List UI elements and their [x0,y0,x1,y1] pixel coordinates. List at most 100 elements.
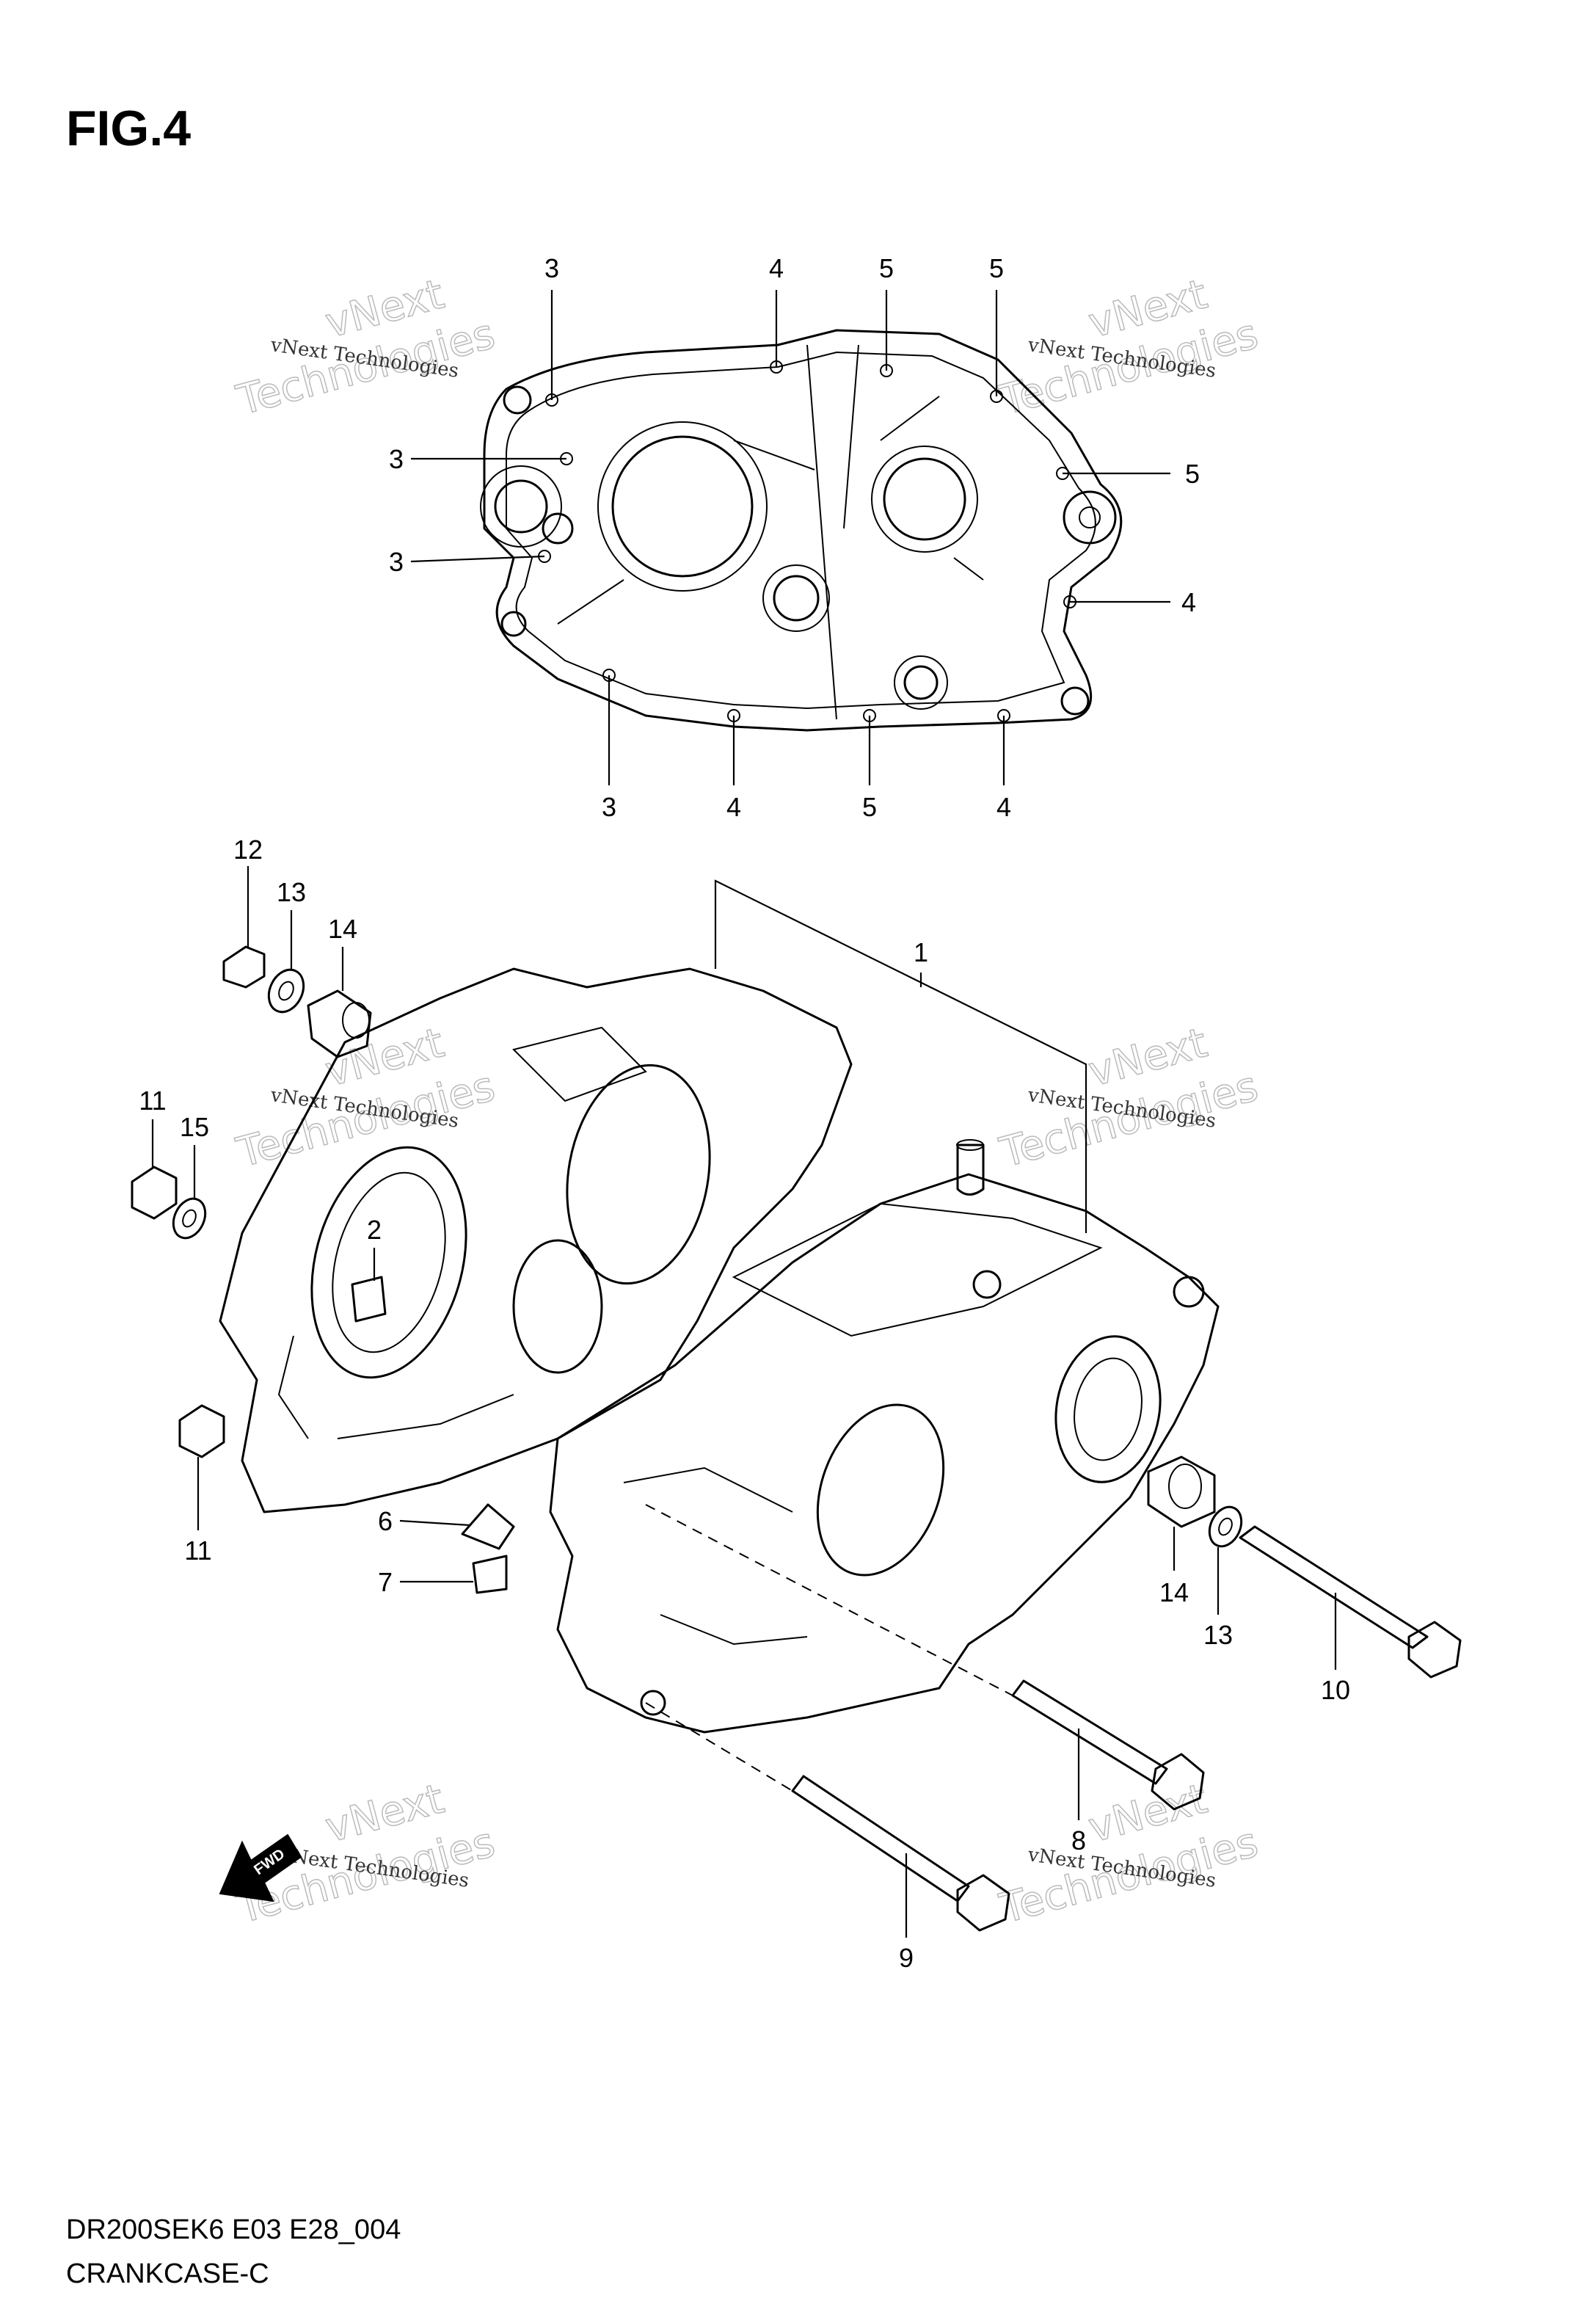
stud-top [956,1139,984,1151]
callout-number: 4 [726,792,741,822]
washer-hole [1218,1517,1233,1536]
part-11-nut [131,1166,178,1220]
left-case-bore [310,1146,467,1379]
rib-6 [557,579,624,625]
right-case-top-face [732,1202,1103,1337]
callout-number: 4 [1181,587,1196,617]
shaft-bore-left [494,479,548,534]
shaft-bore-left-rim [480,465,562,548]
leader-line [399,1519,470,1527]
part-12-nut [222,945,266,989]
watermark-mid-right: Technologies vNext vNext Technologies [994,1019,1264,1178]
right-case-hole [972,1270,1002,1299]
part-14-bush-right [1147,1455,1216,1528]
callout-number: 10 [1321,1675,1350,1705]
model-code: DR200SEK6 E03 E28_004 [66,2214,401,2245]
part-8-bolt-shank [1011,1679,1168,1785]
long-bolts [645,1504,1462,1938]
watermark-top-left: Technologies vNext vNext Technologies [231,270,500,426]
gasket-groove [506,351,1096,710]
callout-number: 13 [1203,1620,1233,1650]
callout-number: 11 [139,1086,166,1116]
crank-bore-rim [597,421,768,592]
callout-number: 1 [914,937,928,967]
part-15-washer [172,1197,207,1240]
rib-5 [953,557,984,581]
callout-number: 3 [544,253,559,283]
callout-number: 5 [879,253,894,283]
lower-bore [903,665,939,700]
left-case-bore-2 [566,1064,711,1285]
rib-4 [880,396,940,441]
bush-end [1168,1464,1202,1509]
left-case-half [219,967,853,1513]
left-case-bore-inner [332,1171,446,1353]
lower-bore-rim [894,655,948,710]
part-8-bolt-head [1151,1753,1205,1811]
rib-3 [733,440,815,470]
part-9-bolt-head [956,1874,1010,1932]
boss-lower-left [500,611,527,637]
right-case-ribs [623,1466,808,1646]
crankcase-exploded-view [219,967,1220,1734]
part-10-bolt-head [1407,1621,1462,1679]
small-parts [131,866,1243,1615]
callout-number: 5 [862,792,877,822]
watermark-bottom-right: Technologies vNext vNext Technologies [994,1775,1264,1934]
stud [956,1144,985,1196]
callout-number: 7 [378,1567,393,1597]
boss-left [542,512,574,545]
callout-number: 5 [989,253,1004,283]
fwd-arrow-icon [219,1833,302,1902]
callout-number: 5 [1185,459,1200,489]
callout-number: 3 [389,547,404,577]
left-case-boss [512,1026,647,1102]
rib-1 [806,344,837,720]
part-10-bolt-shank [1239,1525,1429,1649]
crankcase-top-view [480,329,1123,732]
callout-number: 13 [277,877,306,907]
callout-number: 12 [233,835,263,865]
callout-number: 8 [1071,1825,1086,1855]
part-13-washer-right [1208,1505,1243,1548]
bottom-callouts: 12 13 14 1 11 15 2 11 6 7 14 13 10 8 9 [139,835,1350,1973]
right-case-hole-2 [1173,1276,1205,1308]
crankcase-outline [483,329,1123,732]
right-case-bore-2 [816,1403,945,1577]
callout-number: 9 [899,1943,914,1973]
washer-hole [278,981,294,1001]
callout-number: 4 [996,792,1011,822]
part-14-bush [307,989,372,1058]
shaft-bore-right-rim [871,446,978,553]
bracket-line [714,879,1087,1233]
boss-right-hole [1079,506,1101,528]
small-bore [773,575,820,622]
boss-right [1063,490,1117,545]
left-case-bore-3 [512,1239,603,1374]
part-11-nut-lower [178,1404,225,1458]
alignment-line [645,1702,793,1792]
boss-upper-left [503,385,532,415]
right-case-half [549,1173,1220,1734]
boss-lower-right [1060,686,1090,716]
callout-number: 14 [328,914,357,944]
callout-number: 6 [378,1506,393,1536]
right-case-bore-inner [1074,1357,1143,1461]
shaft-bore-right [883,457,966,541]
callout-number: 14 [1159,1577,1189,1607]
callout-number: 2 [367,1215,382,1245]
watermark-mid-left: Technologies vNext vNext Technologies [231,1019,500,1178]
part-13-washer [267,968,305,1014]
callout-number: 11 [184,1535,211,1566]
callout-number: 15 [180,1112,209,1142]
leader-line [410,555,545,563]
bush-end [342,1002,370,1039]
callout-number: 3 [602,792,616,822]
alignment-line [645,1504,1013,1696]
washer-hole [182,1209,197,1228]
figure-title: FIG.4 [66,101,191,156]
top-callouts: 3 4 5 5 3 5 3 4 3 4 5 4 [389,253,1200,822]
crank-bore [611,435,754,578]
section-name: CRANKCASE-C [66,2258,269,2289]
